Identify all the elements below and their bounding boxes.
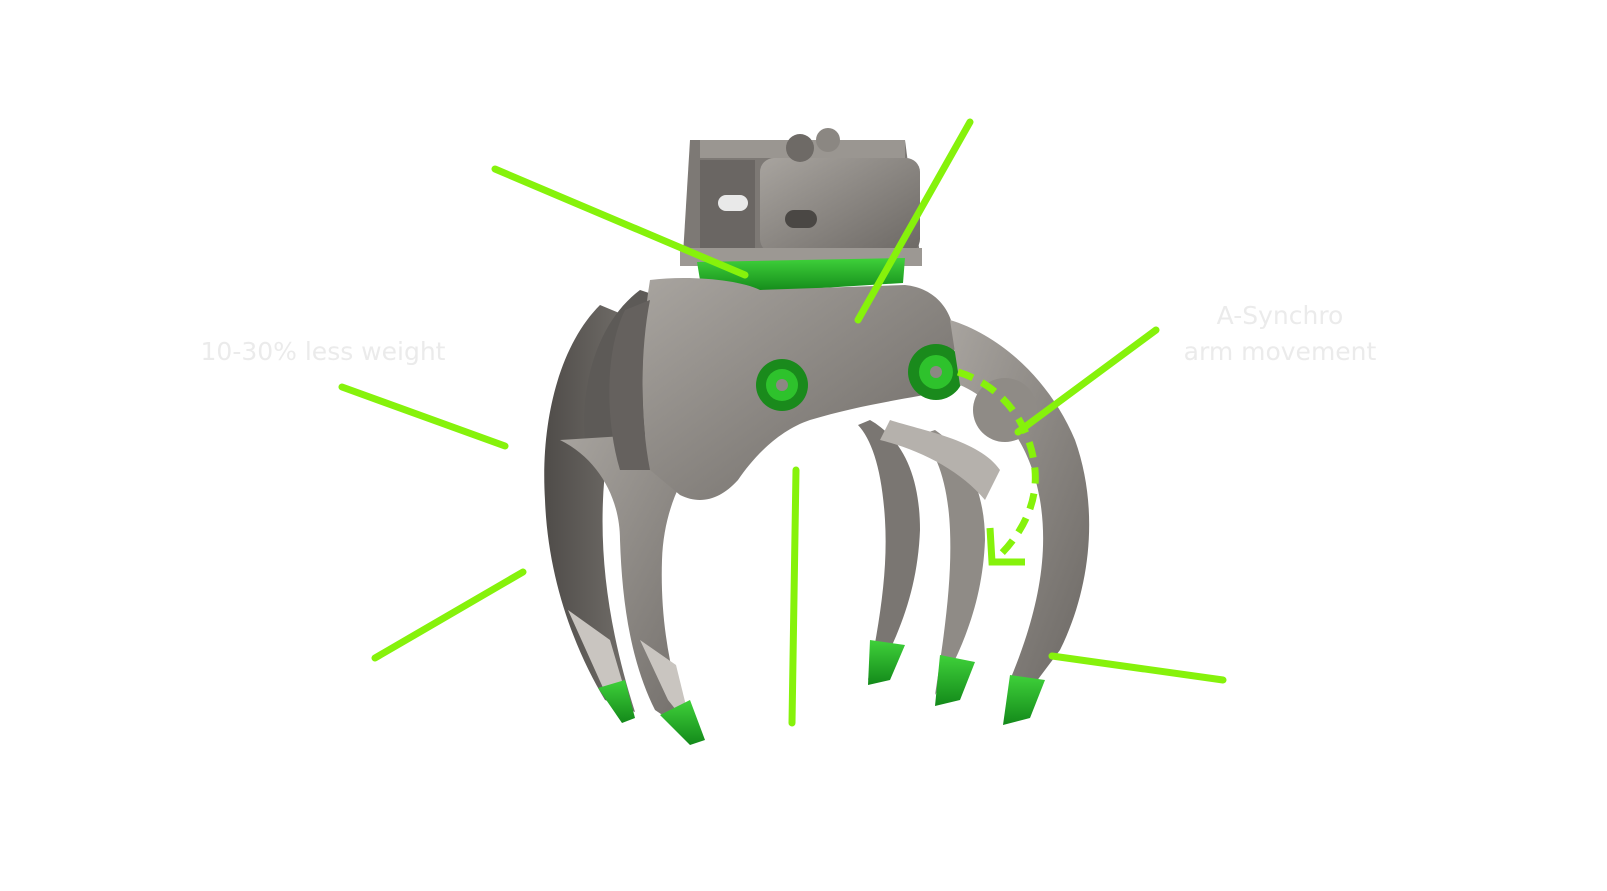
rotator-ring	[697, 258, 905, 292]
callout-line-left-finger	[371, 568, 527, 662]
right-pivot-pin	[908, 344, 964, 400]
left-pivot-pin	[756, 359, 808, 411]
synchro-arrow-icon	[956, 368, 1039, 566]
callout-line-rotator	[491, 165, 749, 279]
finger-tips	[598, 640, 1045, 745]
callout-line-tip	[1048, 652, 1227, 684]
mount-bracket	[680, 128, 922, 266]
grapple-illustration	[544, 128, 1090, 745]
callout-line-synchro	[1014, 326, 1160, 436]
right-arm	[858, 320, 1090, 695]
synchro-label: A-Synchro arm movement	[1160, 298, 1400, 370]
synchro-label-line2: arm movement	[1183, 337, 1377, 366]
callout-line-body	[854, 118, 974, 324]
synchro-label-line1: A-Synchro	[1216, 301, 1344, 330]
weight-label: 10-30% less weight	[200, 337, 446, 366]
callout-line-center	[788, 466, 800, 727]
callout-line-weight	[338, 383, 509, 450]
callout-lines	[338, 118, 1227, 727]
